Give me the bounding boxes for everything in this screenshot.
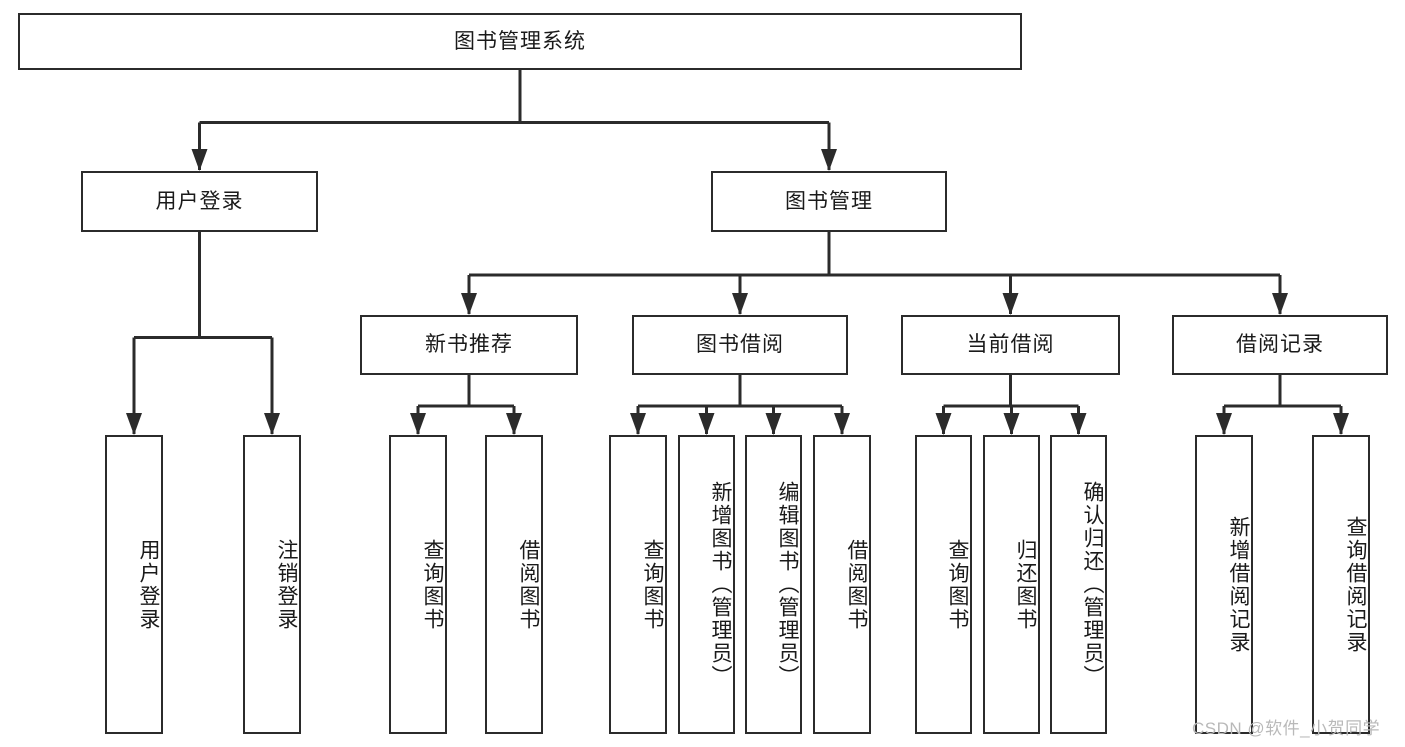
node-l-queryrec[interactable]: 查询借阅记录 <box>1312 435 1370 734</box>
node-borrow[interactable]: 图书借阅 <box>632 315 848 375</box>
node-l-query3[interactable]: 查询图书 <box>915 435 972 734</box>
node-bookmgmt[interactable]: 图书管理 <box>711 171 947 232</box>
node-l-borrow2[interactable]: 借阅图书 <box>813 435 871 734</box>
node-l-login[interactable]: 用户登录 <box>105 435 163 734</box>
node-l-edit[interactable]: 编辑图书（管理员） <box>745 435 802 734</box>
node-current[interactable]: 当前借阅 <box>901 315 1120 375</box>
node-l-addrec[interactable]: 新增借阅记录 <box>1195 435 1253 734</box>
node-l-logout[interactable]: 注销登录 <box>243 435 301 734</box>
node-login[interactable]: 用户登录 <box>81 171 318 232</box>
node-l-confirm[interactable]: 确认归还（管理员） <box>1050 435 1107 734</box>
node-newbook[interactable]: 新书推荐 <box>360 315 578 375</box>
node-l-add[interactable]: 新增图书（管理员） <box>678 435 735 734</box>
node-l-return[interactable]: 归还图书 <box>983 435 1040 734</box>
node-l-query2[interactable]: 查询图书 <box>609 435 667 734</box>
node-records[interactable]: 借阅记录 <box>1172 315 1388 375</box>
node-l-query1[interactable]: 查询图书 <box>389 435 447 734</box>
node-root[interactable]: 图书管理系统 <box>18 13 1022 70</box>
node-l-borrow1[interactable]: 借阅图书 <box>485 435 543 734</box>
